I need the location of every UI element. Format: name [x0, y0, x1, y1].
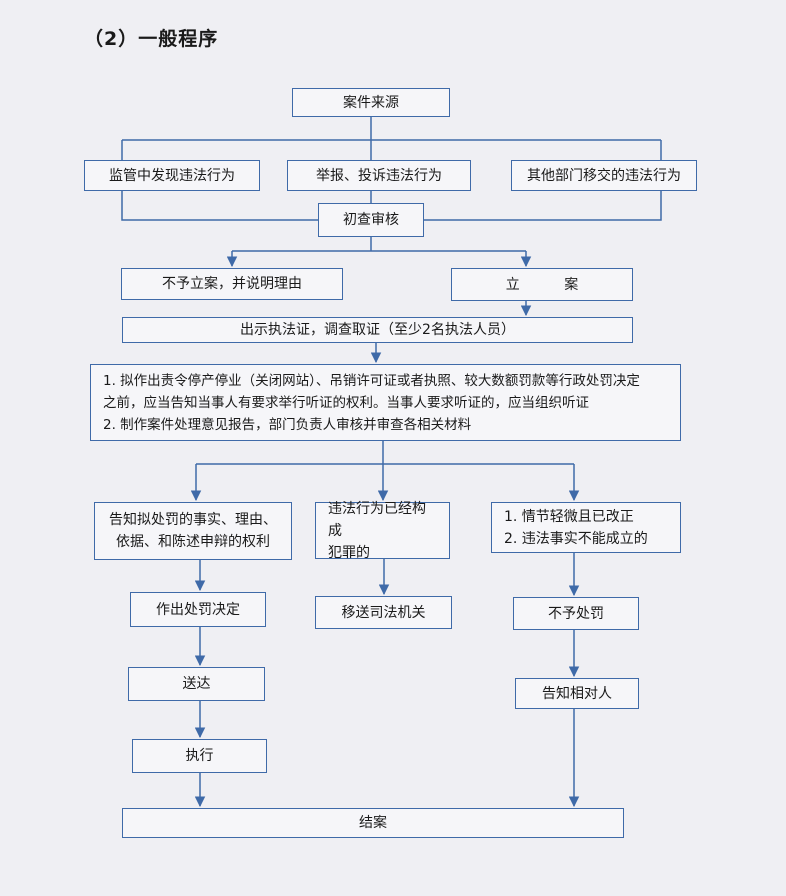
node-initial-review: 初查审核	[318, 203, 424, 237]
node-line: 依据、和陈述申辩的权利	[116, 534, 270, 550]
node-label: 出示执法证，调查取证（至少2名执法人员）	[240, 322, 515, 338]
node-label: 不予处罚	[548, 605, 604, 622]
node-label: 初查审核	[343, 212, 399, 228]
node-line: 告知拟处罚的事实、理由、	[109, 512, 277, 528]
node-no-filing: 不予立案，并说明理由	[121, 268, 343, 300]
node-label: 告知相对人	[542, 685, 612, 702]
node-label: 案件来源	[343, 94, 399, 111]
node-deliver: 送达	[128, 667, 265, 701]
connector	[424, 191, 662, 221]
node-line: 2. 制作案件处理意见报告，部门负责人审核并审查各相关材料	[103, 416, 472, 433]
node-show-certificate: 出示执法证，调查取证（至少2名执法人员）	[122, 317, 633, 343]
node-label: 其他部门移交的违法行为	[527, 167, 681, 184]
node-label: 送达	[182, 676, 211, 692]
node-label: 举报、投诉违法行为	[316, 167, 442, 184]
node-make-decision: 作出处罚决定	[130, 592, 266, 627]
node-line: 之前，应当告知当事人有要求举行听证的权利。当事人要求听证的，应当组织听证	[103, 394, 589, 411]
node-line: 1. 拟作出责令停产停业（关闭网站）、吊销许可证或者执照、较大数额罚款等行政处罚…	[103, 372, 640, 389]
node-crime: 违法行为已经构成 犯罪的	[315, 501, 450, 561]
connector	[121, 191, 318, 221]
node-label: 不予立案，并说明理由	[162, 276, 302, 292]
node-transfer-judicial: 移送司法机关	[315, 596, 452, 629]
node-notify-party: 告知相对人	[515, 678, 639, 709]
node-line: 违法行为已经构成	[328, 500, 426, 539]
node-label: 作出处罚决定	[156, 601, 240, 618]
node-line: 1. 情节轻微且已改正	[504, 508, 634, 525]
node-found-in-supervision: 监管中发现违法行为	[84, 160, 260, 191]
node-transfer-other-dept: 其他部门移交的违法行为	[511, 160, 697, 191]
node-label: 监管中发现违法行为	[109, 167, 235, 184]
node-close-case: 结案	[122, 808, 624, 838]
node-notify-facts: 告知拟处罚的事实、理由、 依据、和陈述申辩的权利	[94, 502, 292, 560]
node-minor-or-unfounded: 1. 情节轻微且已改正 2. 违法事实不能成立的	[491, 502, 681, 553]
node-filing: 立 案	[451, 268, 633, 301]
node-line: 犯罪的	[328, 544, 370, 561]
node-label: 执行	[185, 748, 214, 764]
node-label: 立 案	[505, 276, 599, 293]
node-hearing-procedure: 1. 拟作出责令停产停业（关闭网站）、吊销许可证或者执照、较大数额罚款等行政处罚…	[90, 364, 681, 441]
node-no-penalty: 不予处罚	[513, 597, 639, 630]
node-label: 结案	[359, 815, 387, 831]
node-line: 2. 违法事实不能成立的	[504, 530, 648, 547]
node-report-complaint: 举报、投诉违法行为	[287, 160, 471, 191]
page-heading: （2）一般程序	[84, 28, 219, 50]
node-execute: 执行	[132, 739, 267, 773]
node-case-source: 案件来源	[292, 88, 450, 117]
node-label: 移送司法机关	[341, 604, 426, 621]
